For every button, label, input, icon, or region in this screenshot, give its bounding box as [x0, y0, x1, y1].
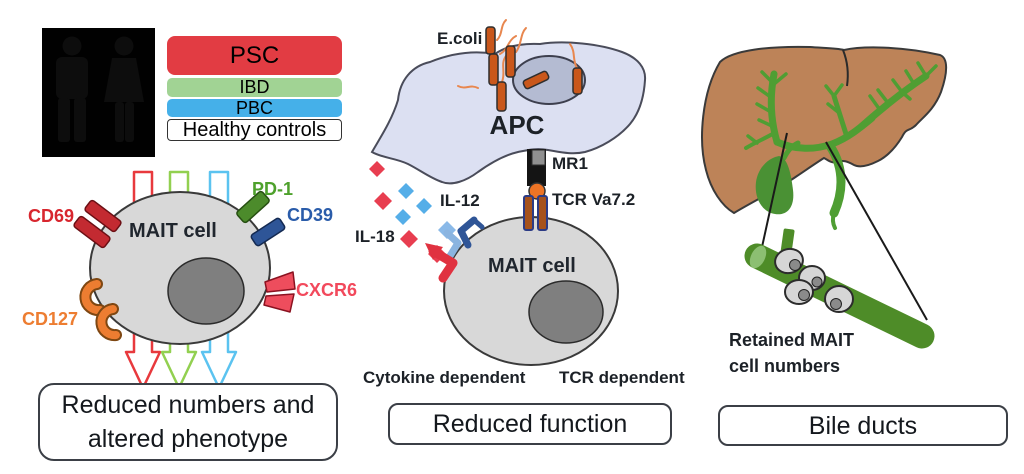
il18-receptor-icon — [425, 243, 458, 283]
ecoli-label: E.coli — [437, 29, 483, 48]
legend-ibd: IBD — [167, 77, 342, 97]
apc-endosome — [512, 55, 586, 105]
legend-psc: PSC — [167, 36, 342, 75]
legend-pbc: PBC — [167, 98, 342, 118]
retained-mait-label-line1: Retained MAIT — [729, 330, 855, 350]
caption-reduced-numbers: Reduced numbers and altered phenotype — [38, 383, 338, 461]
cd39-label: CD39 — [287, 205, 334, 225]
caption-line2: altered phenotype — [87, 425, 289, 453]
legend-healthy-controls: Healthy controls — [167, 119, 342, 141]
apc-label: APC — [489, 110, 545, 140]
mait-cell-left — [89, 191, 271, 345]
bile-duct-magnified — [744, 228, 935, 349]
il12-label: IL-12 — [440, 191, 480, 210]
mr1-label: MR1 — [552, 154, 588, 173]
pd1-marker-icon — [236, 190, 270, 224]
mr1-molecule-icon — [527, 149, 546, 186]
il12-receptor-icon — [443, 216, 485, 260]
tcr-va72-icon — [523, 195, 548, 231]
liver-illustration — [701, 45, 948, 215]
cd39-marker-icon — [250, 217, 286, 247]
gallbladder-icon — [755, 156, 794, 215]
cxcr6-label: CXCR6 — [296, 280, 358, 300]
tcr-dependent-label: TCR dependent — [559, 368, 685, 387]
cd127-marker-icon — [79, 278, 122, 342]
patient-silhouettes-icon — [42, 28, 155, 157]
pd1-label: PD-1 — [252, 179, 294, 199]
caption-reduced-function: Reduced function — [388, 403, 672, 445]
caption-bile-ducts: Bile ducts — [718, 405, 1008, 446]
mait-cell-middle-label: MAIT cell — [488, 255, 576, 277]
nucleus — [528, 280, 604, 344]
magnifier-lines — [761, 132, 928, 321]
nucleus — [167, 257, 245, 325]
cd69-marker-icon — [73, 199, 122, 249]
bile-duct-tree — [744, 61, 938, 230]
cd69-label: CD69 — [28, 206, 75, 226]
cd127-label: CD127 — [22, 309, 79, 329]
cytokine-dependent-label: Cytokine dependent — [363, 368, 526, 387]
ecoli-icon — [457, 19, 583, 112]
tcr-va72-label: TCR Va7.2 — [552, 190, 636, 209]
il18-label: IL-18 — [355, 227, 395, 246]
cxcr6-marker-icon — [263, 271, 296, 313]
liver-fissure — [842, 49, 849, 87]
caption-line1: Reduced numbers and — [61, 391, 315, 419]
retained-mait-label-line2: cell numbers — [729, 356, 841, 376]
mait-cell-left-label: MAIT cell — [129, 220, 217, 242]
mait-cell-middle — [443, 216, 619, 366]
